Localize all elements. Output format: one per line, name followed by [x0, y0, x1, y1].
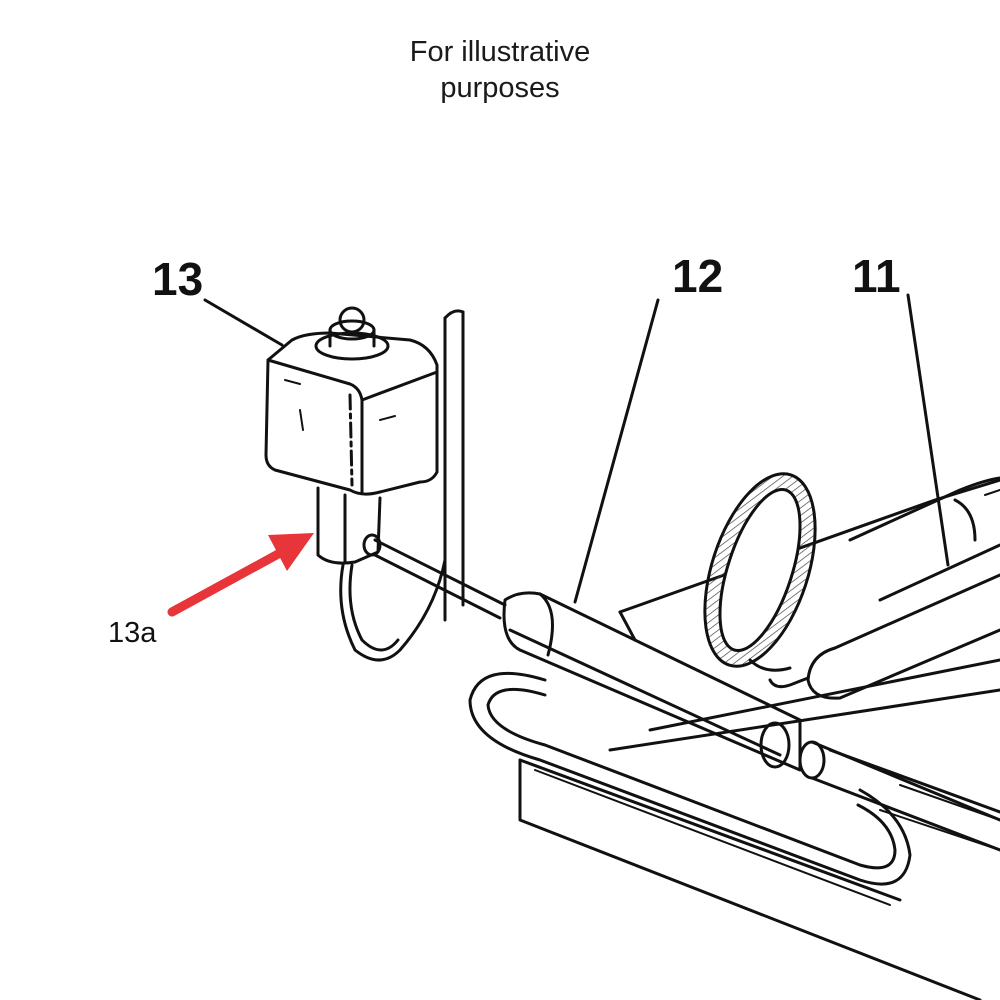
caption: For illustrative purposes	[0, 34, 1000, 106]
label-part-11: 11	[852, 250, 901, 302]
sensor-probe	[468, 591, 1000, 886]
red-arrow-icon	[167, 533, 314, 617]
label-part-13a: 13a	[108, 617, 157, 649]
capillary-line	[373, 538, 507, 620]
caption-line-1: For illustrative	[409, 36, 591, 68]
solenoid-valve	[264, 306, 447, 662]
caption-line-2: purposes	[440, 72, 560, 104]
tube-assembly	[748, 476, 1000, 700]
leader-lines	[203, 293, 950, 604]
label-part-12: 12	[672, 250, 723, 302]
ring-gasket	[703, 472, 817, 668]
label-part-13: 13	[152, 253, 203, 305]
vertical-rod	[443, 309, 465, 622]
